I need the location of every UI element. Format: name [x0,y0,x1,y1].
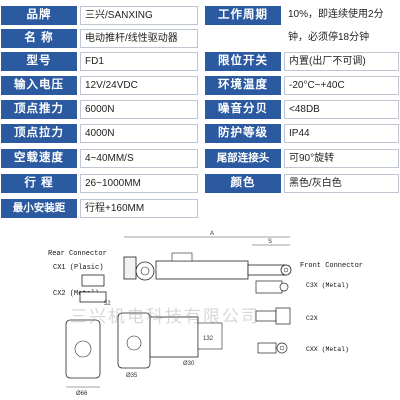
spec-label: 顶点拉力 [1,124,77,143]
spec-value: 10%，即连续使用2分 [284,6,399,25]
spec-value: 4~40MM/S [80,149,198,168]
spec-value: 4000N [80,124,198,143]
dim-52-label: 52 [104,301,111,307]
actuator-top-view: Ø35 132 Ø30 52 [104,301,223,379]
spec-value: FD1 [80,52,198,71]
spec-label: 颜色 [205,174,281,193]
spec-value: 钟，必须停18分钟 [284,29,399,48]
c2x-shape [255,307,291,325]
spec-value: 行程+160MM [80,199,198,218]
actuator-side-view [123,252,292,281]
spec-label: 输入电压 [1,76,77,95]
dim-132-label: 132 [203,336,214,342]
spec-value: 黑色/灰白色 [284,174,399,193]
motor-front-view: Ø66 [65,319,101,397]
c3x-shape [255,280,289,294]
spec-label: 型号 [1,52,77,71]
spec-value: 电动推杆/线性驱动器 [80,29,198,48]
spec-value: 12V/24VDC [80,76,198,95]
spec-label: 噪音分贝 [205,100,281,119]
cx2-shape [79,291,107,303]
cx1-label: CX1 (Plasic) [53,264,103,272]
rear-connector-label: Rear Connector [48,250,107,258]
spec-value: 26~1000MM [80,174,198,193]
spec-value: 三兴/SANXING [80,6,198,25]
spec-label: 尾部连接头 [205,149,281,168]
spec-value: IP44 [284,124,399,143]
spec-value: 可90°旋转 [284,149,399,168]
spec-label: 防护等级 [205,124,281,143]
spec-value: 内置(出厂不可调) [284,52,399,71]
front-connector-label: Front Connector [300,262,363,270]
spec-value: <48DB [284,100,399,119]
dim-d66-label: Ø66 [76,391,88,397]
spec-label: 最小安装距 [1,199,77,218]
cx2-label: CX2 (Metal) [53,290,99,298]
dim-a-label: A [210,231,214,237]
spec-label: 限位开关 [205,52,281,71]
cx1-shape [81,274,105,287]
cxx-shape [257,342,288,354]
dim-s-label: S [268,239,272,245]
spec-label: 顶点推力 [1,100,77,119]
technical-drawing: Rear Connector CX1 (Plasic) CX2 (Metal) … [48,231,363,397]
spec-label: 空载速度 [1,149,77,168]
spec-value: 6000N [80,100,198,119]
dim-d35-label: Ø35 [126,373,138,379]
spec-label: 品牌 [1,6,77,25]
watermark: 三兴机电科技有限公司 [70,307,260,327]
dim-d30-label: Ø30 [183,361,195,367]
cxx-label: CXX (Metal) [306,346,349,353]
spec-label: 名 称 [1,29,77,48]
c3x-label: C3X (Metal) [306,282,349,289]
spec-label: 行 程 [1,174,77,193]
spec-label: 环境温度 [205,76,281,95]
spec-value: -20°C~+40C [284,76,399,95]
spec-label: 工作周期 [205,6,281,25]
c2x-label: C2X [306,315,318,322]
